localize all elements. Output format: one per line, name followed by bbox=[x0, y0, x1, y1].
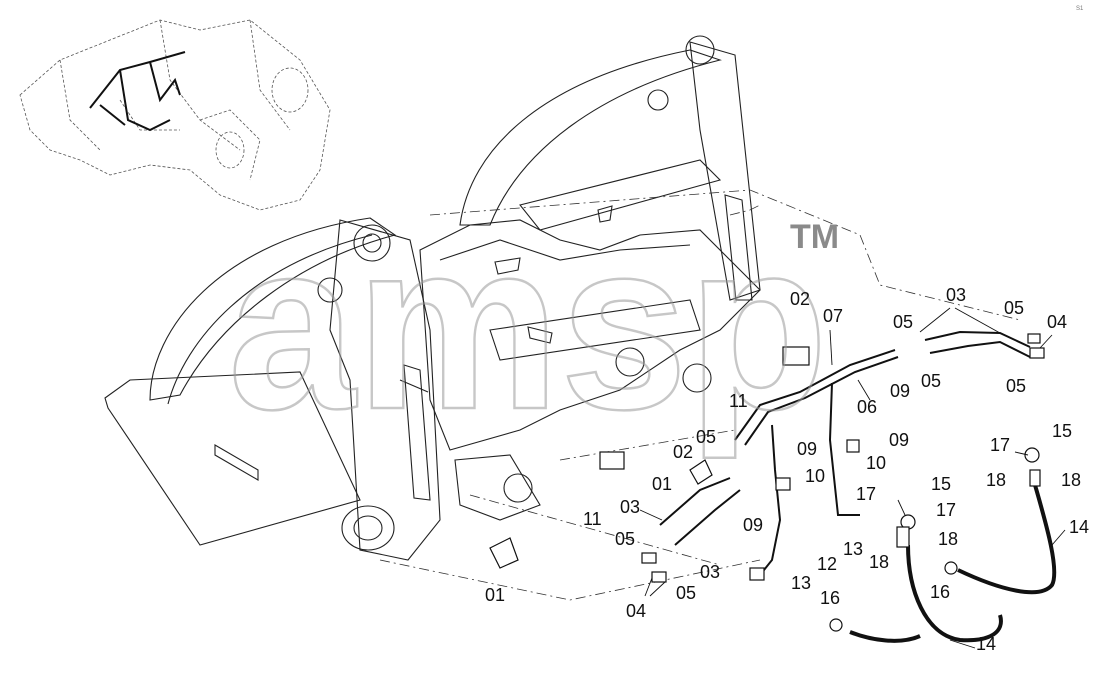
part-label-05: 05 bbox=[1004, 298, 1024, 318]
hose-assemblies bbox=[849, 484, 1057, 643]
corner-mark: S1 bbox=[1076, 6, 1084, 12]
part-label-05: 05 bbox=[1006, 376, 1026, 396]
part-label-14: 14 bbox=[976, 634, 996, 654]
part-label-01: 01 bbox=[652, 474, 672, 494]
guide-lines bbox=[379, 189, 1021, 601]
part-label-18: 18 bbox=[986, 470, 1006, 490]
part-label-17: 17 bbox=[936, 500, 956, 520]
part-label-09: 09 bbox=[743, 515, 763, 535]
part-label-15: 15 bbox=[931, 474, 951, 494]
part-label-05: 05 bbox=[893, 312, 913, 332]
part-label-12: 12 bbox=[817, 554, 837, 574]
trademark-symbol: TM bbox=[790, 218, 839, 256]
part-label-09: 09 bbox=[797, 439, 817, 459]
part-label-10: 10 bbox=[805, 466, 825, 486]
part-label-05: 05 bbox=[696, 427, 716, 447]
overview-harness bbox=[89, 51, 186, 132]
part-label-05: 05 bbox=[615, 529, 635, 549]
part-label-09: 09 bbox=[889, 430, 909, 450]
part-label-07: 07 bbox=[823, 306, 843, 326]
part-label-11: 11 bbox=[729, 391, 748, 411]
part-label-18: 18 bbox=[869, 552, 889, 572]
loader-arm-assembly bbox=[104, 35, 761, 561]
part-label-17: 17 bbox=[990, 435, 1010, 455]
part-label-03: 03 bbox=[620, 497, 640, 517]
part-label-01: 01 bbox=[485, 585, 505, 605]
callout-labels: 01 01 02 02 03 03 03 04 04 05 05 05 05 0… bbox=[485, 285, 1089, 654]
part-label-18: 18 bbox=[938, 529, 958, 549]
part-label-04: 04 bbox=[1047, 312, 1067, 332]
watermark-text: amsp bbox=[228, 191, 828, 459]
part-label-14: 14 bbox=[1069, 517, 1089, 537]
part-label-04: 04 bbox=[626, 601, 646, 621]
part-label-17: 17 bbox=[856, 484, 876, 504]
hydraulic-lines bbox=[659, 330, 1031, 576]
part-label-03: 03 bbox=[700, 562, 720, 582]
part-label-09: 09 bbox=[890, 381, 910, 401]
part-label-05: 05 bbox=[921, 371, 941, 391]
part-label-03: 03 bbox=[946, 285, 966, 305]
part-label-13: 13 bbox=[791, 573, 811, 593]
part-label-02: 02 bbox=[673, 442, 693, 462]
part-label-06: 06 bbox=[857, 397, 877, 417]
part-label-16: 16 bbox=[820, 588, 840, 608]
part-label-16: 16 bbox=[930, 582, 950, 602]
part-label-02: 02 bbox=[790, 289, 810, 309]
overview-inset bbox=[19, 19, 331, 211]
part-label-05: 05 bbox=[676, 583, 696, 603]
part-label-11: 11 bbox=[583, 509, 602, 529]
part-label-18: 18 bbox=[1061, 470, 1081, 490]
watermark: amsp TM bbox=[227, 190, 839, 461]
leader-lines bbox=[639, 307, 1066, 649]
part-label-10: 10 bbox=[866, 453, 886, 473]
part-label-13: 13 bbox=[843, 539, 863, 559]
fittings bbox=[489, 333, 1045, 632]
part-label-15: 15 bbox=[1052, 421, 1072, 441]
